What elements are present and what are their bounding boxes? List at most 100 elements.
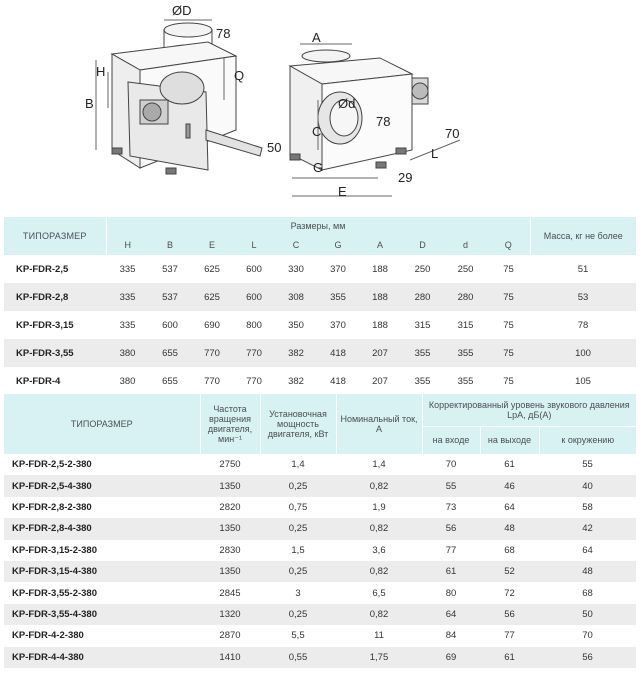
current-cell: 0,82 xyxy=(336,475,422,497)
current-cell: 1,9 xyxy=(372,501,386,513)
power-cell: 5,5 xyxy=(291,630,305,642)
value-cell: 335 xyxy=(119,263,136,275)
label-c: C xyxy=(312,124,321,139)
outlet-cell: 77 xyxy=(504,630,515,642)
table-row: KP-FDR-2,5-4-380 1350 0,25 0,82 55 46 40 xyxy=(4,475,637,497)
dims-col-header: d xyxy=(444,235,487,255)
table-row: KP-FDR-3,15-4-380 1350 0,25 0,82 61 52 4… xyxy=(4,560,637,583)
dims-col-header: A xyxy=(359,235,401,255)
value-cell: 315 xyxy=(457,319,474,331)
value-cell: 280 xyxy=(401,283,444,311)
value-cell: 355 xyxy=(401,339,444,367)
model-cell: KP-FDR-4-2-380 xyxy=(12,630,84,642)
model-cell: KP-FDR-3,15 xyxy=(16,319,74,331)
current-cell: 3,6 xyxy=(372,544,386,556)
table-row: KP-FDR-4 380 655 770 770 382 418 207 355… xyxy=(4,367,636,395)
value-cell: 355 xyxy=(457,375,474,387)
speed-cell: 2830 xyxy=(219,544,241,556)
current-cell: 1,4 xyxy=(372,459,386,471)
value-cell: 600 xyxy=(246,263,262,275)
value-cell: 370 xyxy=(330,319,346,331)
dimensions-table: ТИПОРАЗМЕР Размеры, мм Масса, кг не боле… xyxy=(4,217,636,395)
perf-noise-header: Корректированный уровень звукового давле… xyxy=(421,394,637,427)
speed-cell: 2845 xyxy=(219,587,241,599)
outlet-cell: 61 xyxy=(480,646,539,668)
label-d-small: Ød xyxy=(338,96,355,111)
inlet-cell: 55 xyxy=(422,475,480,497)
value-cell: 335 xyxy=(106,283,149,311)
label-g: G xyxy=(313,160,323,175)
inlet-cell: 56 xyxy=(422,518,480,540)
env-cell: 55 xyxy=(582,459,593,471)
value-cell: 418 xyxy=(330,375,346,387)
table-row: KP-FDR-4-2-380 2870 5,5 11 84 77 70 xyxy=(4,625,636,646)
label-70: 70 xyxy=(445,126,459,141)
model-cell: KP-FDR-4 xyxy=(16,375,61,387)
current-cell: 0,82 xyxy=(336,518,422,540)
label-78-left: 78 xyxy=(216,26,230,41)
value-cell: 75 xyxy=(487,283,530,311)
dims-mass-header: Масса, кг не более xyxy=(529,217,636,255)
left-fan-drawing xyxy=(95,19,263,175)
power-cell: 1,4 xyxy=(291,459,305,471)
performance-table: ТИПОРАЗМЕР Частота вращения двигателя, м… xyxy=(4,394,637,668)
current-cell: 1,75 xyxy=(336,646,422,668)
mass-cell: 100 xyxy=(530,339,636,367)
dims-col-header: B xyxy=(149,235,191,255)
outlet-cell: 46 xyxy=(480,475,539,497)
outlet-cell: 56 xyxy=(480,603,539,626)
outlet-cell: 72 xyxy=(504,587,515,599)
model-cell: KP-FDR-2,8-2-380 xyxy=(12,501,92,513)
value-cell: 655 xyxy=(162,375,178,387)
label-h: H xyxy=(96,64,105,79)
current-cell: 0,82 xyxy=(336,603,422,626)
dims-col-header: L xyxy=(233,235,275,255)
value-cell: 188 xyxy=(359,283,401,311)
dims-col-header: C xyxy=(275,235,317,255)
perf-power-header: Установочная мощность двигателя, кВт xyxy=(259,394,336,454)
speed-cell: 2870 xyxy=(219,630,241,642)
env-cell: 64 xyxy=(582,544,593,556)
inlet-cell: 61 xyxy=(422,560,480,583)
table-row: KP-FDR-2,5-2-380 2750 1,4 1,4 70 61 55 xyxy=(4,454,636,475)
dims-model-header: ТИПОРАЗМЕР xyxy=(4,217,106,255)
env-cell: 56 xyxy=(539,646,637,668)
value-cell: 690 xyxy=(204,319,220,331)
model-cell: KP-FDR-3,55-4-380 xyxy=(4,603,200,626)
env-cell: 70 xyxy=(582,630,593,642)
speed-cell: 1320 xyxy=(200,603,260,626)
value-cell: 308 xyxy=(275,283,317,311)
value-cell: 600 xyxy=(233,283,275,311)
table-row: KP-FDR-4-4-380 1410 0,55 1,75 69 61 56 xyxy=(4,646,637,668)
label-b: B xyxy=(85,96,94,111)
outlet-cell: 61 xyxy=(504,459,515,471)
inlet-cell: 70 xyxy=(445,459,457,471)
env-cell: 58 xyxy=(582,501,593,513)
technical-drawings: ØD 78 H B Q 50 xyxy=(0,0,640,215)
power-cell: 3 xyxy=(295,587,301,599)
dims-col-header: E xyxy=(191,235,233,255)
value-cell: 350 xyxy=(288,319,304,331)
value-cell: 800 xyxy=(246,319,262,331)
env-cell: 50 xyxy=(539,603,637,626)
table-row: KP-FDR-2,8-2-380 2820 0,75 1,9 73 64 58 xyxy=(4,497,636,518)
table-row: KP-FDR-2,5 335 537 625 600 330 370 188 2… xyxy=(4,255,636,283)
value-cell: 315 xyxy=(414,319,431,331)
value-cell: 380 xyxy=(106,339,149,367)
label-a: A xyxy=(312,30,321,45)
perf-model-header: ТИПОРАЗМЕР xyxy=(4,394,200,454)
label-e: E xyxy=(338,184,347,199)
model-cell: KP-FDR-2,5-4-380 xyxy=(4,475,200,497)
table-row: KP-FDR-3,55-4-380 1320 0,25 0,82 64 56 5… xyxy=(4,603,637,626)
table-row: KP-FDR-3,15 335 600 690 800 350 370 188 … xyxy=(4,311,636,339)
value-cell: 75 xyxy=(503,319,514,331)
value-cell: 382 xyxy=(275,339,317,367)
inlet-cell: 73 xyxy=(445,501,457,513)
dims-col-header: G xyxy=(317,235,359,255)
model-cell: KP-FDR-2,5 xyxy=(16,263,69,275)
value-cell: 770 xyxy=(246,375,262,387)
value-cell: 537 xyxy=(149,283,191,311)
table-row: KP-FDR-2,8-4-380 1350 0,25 0,82 56 48 42 xyxy=(4,518,637,540)
value-cell: 418 xyxy=(317,339,359,367)
label-l: L xyxy=(431,146,438,161)
